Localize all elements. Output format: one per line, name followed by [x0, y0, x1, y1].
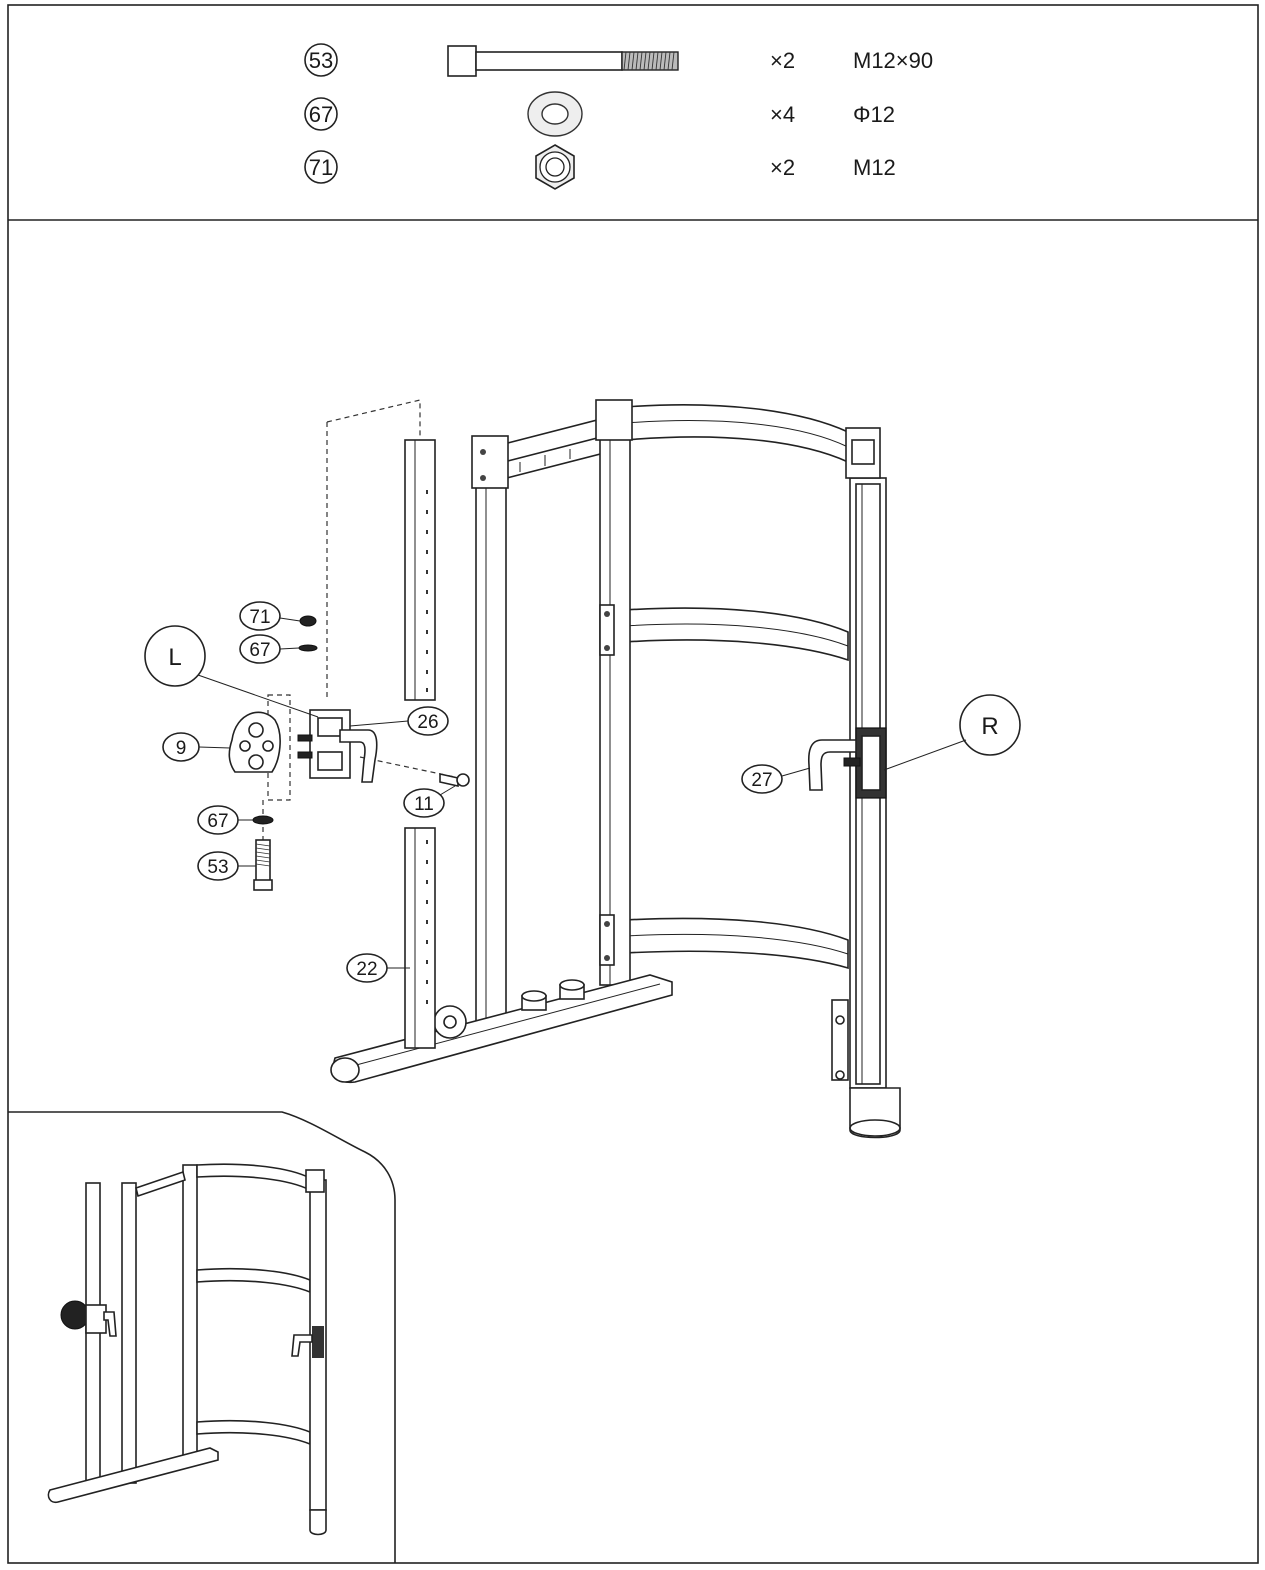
part-number-circle [304, 97, 338, 131]
curved-crossbar-middle [624, 607, 849, 662]
part-quantity: ×2 [770, 155, 795, 180]
right-foot [849, 1087, 901, 1139]
part-number: 67 [309, 102, 333, 127]
side-indicator-right: R [883, 694, 1021, 771]
callout-label: 71 [249, 607, 270, 628]
nut-71 [299, 615, 317, 627]
inset-preview [8, 1111, 396, 1563]
callout-71: 71 [239, 601, 301, 631]
callout-label: 9 [176, 738, 187, 759]
inset-rack-drawing [47, 1163, 327, 1536]
rear-upright [595, 399, 633, 986]
hardware-table: 53 ×2 M12×90 67 [304, 43, 933, 190]
bolt-icon [447, 45, 679, 77]
outer-frame [7, 4, 1259, 1564]
washer-icon [527, 91, 583, 137]
curved-crossbar-bottom [624, 917, 849, 970]
callout-label: 26 [417, 712, 438, 733]
part-number: 53 [309, 48, 333, 73]
pin-11 [439, 773, 470, 787]
callout-label: 27 [751, 770, 772, 791]
part-number-circle [304, 43, 338, 77]
callout-label: 11 [414, 794, 434, 815]
part-quantity: ×4 [770, 102, 795, 127]
washer-67-bottom [252, 815, 274, 825]
side-label: L [168, 644, 181, 671]
side-indicator-left: L [144, 625, 319, 718]
hardware-row: 53 ×2 M12×90 [304, 43, 933, 77]
callout-label: 22 [356, 959, 377, 980]
part-number: 71 [309, 155, 333, 180]
curved-crossbar-top [624, 404, 849, 464]
callout-9: 9 [162, 732, 231, 762]
callout-22: 22 [346, 953, 410, 983]
bolt-53 [253, 839, 273, 891]
j-hook-27 [807, 727, 887, 799]
main-assembly-drawing: 71 67 26 9 11 67 53 [144, 399, 1021, 1139]
callout-67-bottom: 67 [197, 805, 253, 835]
hardware-row: 71 ×2 M12 [304, 144, 896, 190]
pulley-wheel [433, 1005, 467, 1039]
washer-67-top [298, 644, 318, 652]
weight-storage-horn [559, 979, 585, 1000]
callout-11: 11 [403, 785, 456, 818]
callout-label: 53 [207, 857, 228, 878]
callout-label: 67 [249, 640, 270, 661]
weight-storage-horn [521, 990, 547, 1011]
callout-26: 26 [349, 706, 449, 736]
part-number-circle [304, 150, 338, 184]
callout-27: 27 [741, 764, 811, 794]
slide-upright-22 [404, 439, 436, 1049]
base-rail [330, 974, 673, 1084]
side-label: R [981, 713, 998, 740]
carriage-26 [297, 709, 378, 783]
front-upright-left [471, 435, 509, 1026]
callout-67-top: 67 [239, 634, 300, 664]
callout-label: 67 [207, 811, 228, 832]
part-quantity: ×2 [770, 48, 795, 73]
part-size: M12×90 [853, 48, 933, 73]
nut-icon [535, 144, 575, 190]
callout-53: 53 [197, 851, 256, 881]
part-size: Φ12 [853, 102, 895, 127]
pulley-plate-9 [228, 711, 281, 773]
hardware-row: 67 ×4 Φ12 [304, 91, 895, 137]
part-size: M12 [853, 155, 896, 180]
